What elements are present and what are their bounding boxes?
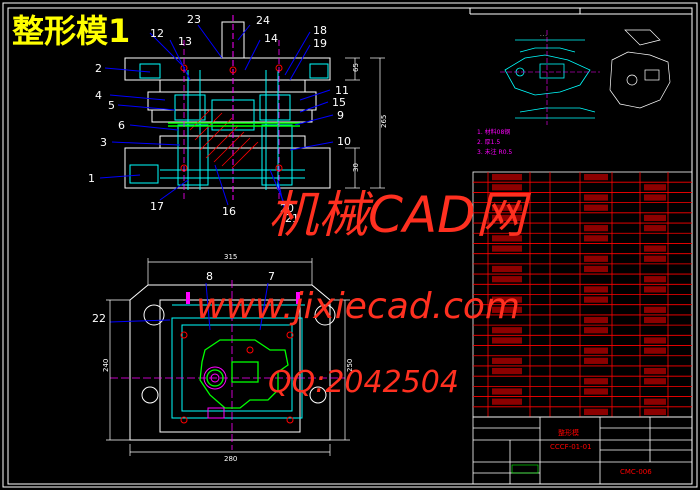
- watermarks: 机械CAD网 www.jixiecad.com QQ:2042504: [196, 186, 532, 400]
- table-cell-text: [644, 184, 666, 191]
- table-cell-text: [584, 316, 608, 324]
- table-cell-text: [492, 276, 522, 283]
- table-cell-text: [584, 378, 608, 385]
- table-cell-text: [584, 408, 608, 415]
- table-cell-text: [584, 296, 608, 303]
- tech-notes: 1. 材料08钢 2. 厚1.5 3. 未注 R0.5: [477, 128, 512, 156]
- title-block-drawing-no: CCCF-01-01: [550, 443, 592, 451]
- table-cell-text: [492, 204, 522, 211]
- small-dim: - - -: [540, 33, 547, 38]
- table-cell-text: [492, 398, 522, 405]
- table-cell-text: [584, 225, 608, 232]
- table-cell-text: [492, 337, 522, 344]
- part-no: 15: [332, 96, 346, 109]
- part-no: 14: [264, 32, 278, 45]
- table-cell-text: [492, 214, 522, 222]
- plan-view: 315: [92, 253, 354, 463]
- part-no: 16: [222, 205, 236, 218]
- table-cell-text: [492, 388, 522, 395]
- title-block-name: 整形模: [558, 428, 579, 437]
- table-cell-text: [644, 214, 666, 222]
- part-no: 1: [88, 172, 95, 185]
- part-no: 22: [92, 312, 106, 325]
- part-no: 18: [313, 24, 327, 37]
- table-cell-text: [644, 194, 666, 201]
- part-no: 11: [335, 84, 349, 97]
- table-cell-text: [492, 296, 522, 303]
- table-cell-text: [644, 255, 666, 262]
- table-cell-text: [492, 235, 522, 242]
- table-cell-text: [584, 194, 608, 201]
- dim-plan-right: 250: [346, 359, 354, 372]
- note-1: 1. 材料08钢: [477, 128, 510, 136]
- table-cell-text: [644, 337, 666, 344]
- drawing-title: 整形模1: [12, 12, 130, 50]
- part-no: 12: [150, 27, 164, 40]
- part-no: 24: [256, 14, 270, 27]
- part-no: 20: [280, 202, 294, 215]
- table-cell-text: [644, 398, 666, 405]
- watermark-site: 机械CAD网: [268, 186, 532, 244]
- table-cell-text: [644, 276, 666, 283]
- title-block: 整形模 CCCF-01-01 CMC-006: [472, 416, 693, 485]
- part-no: 7: [268, 270, 275, 283]
- part-no: 8: [206, 270, 213, 283]
- watermark-url: www.jixiecad.com: [196, 286, 520, 327]
- table-cell-text: [584, 235, 608, 242]
- table-cell-text: [644, 367, 666, 375]
- table-cell-text: [644, 378, 666, 385]
- part-no: 9: [337, 109, 344, 122]
- table-cell-text: [492, 184, 522, 191]
- part-no: 3: [100, 136, 107, 149]
- table-cell-text: [584, 265, 608, 273]
- table-cell-text: [492, 265, 522, 273]
- dim-elev-upper: 65: [352, 63, 360, 72]
- part-no: 21: [285, 212, 299, 225]
- title-block-company: CMC-006: [620, 468, 652, 476]
- part-no: 19: [313, 37, 327, 50]
- table-cell-text: [584, 388, 608, 395]
- part-no: 10: [337, 135, 351, 148]
- table-cell-text: [492, 245, 522, 252]
- part-no: 6: [118, 119, 125, 132]
- table-cell-text: [584, 327, 608, 334]
- table-cell-text: [644, 347, 666, 354]
- table-cell-text: [584, 255, 608, 262]
- note-3: 3. 未注 R0.5: [477, 148, 512, 156]
- table-cell-text: [644, 286, 666, 293]
- table-cell-text: [644, 316, 666, 324]
- part-no: 2: [95, 62, 102, 75]
- part-no: 17: [150, 200, 164, 213]
- dim-plan-top: 315: [224, 253, 237, 261]
- dim-plan-bottom: 280: [224, 455, 237, 463]
- table-cell-text: [644, 306, 666, 313]
- table-cell-text: [644, 408, 666, 415]
- table-cell-text: [584, 347, 608, 354]
- part-no: 13: [178, 35, 192, 48]
- dim-plan-left: 240: [102, 359, 110, 372]
- part-no: 5: [108, 99, 115, 112]
- table-cell-text: [584, 204, 608, 211]
- table-cell-text: [492, 174, 522, 181]
- table-cell-text: [492, 327, 522, 334]
- parts-list-table: [472, 171, 693, 418]
- workpiece-views: - - -: [500, 29, 671, 125]
- table-cell-text: [492, 357, 522, 364]
- table-cell-text: [644, 245, 666, 252]
- table-cell-text: [584, 357, 608, 364]
- elevation-view: 65 30 265: [88, 13, 388, 225]
- note-2: 2. 厚1.5: [477, 139, 500, 146]
- table-cell-text: [644, 225, 666, 232]
- watermark-qq: QQ:2042504: [268, 365, 459, 400]
- dim-elev-height: 265: [380, 115, 388, 128]
- table-cell-text: [584, 174, 608, 181]
- part-no: 4: [95, 89, 102, 102]
- dim-elev-lower: 30: [352, 163, 360, 172]
- part-no: 23: [187, 13, 201, 26]
- table-cell-text: [584, 286, 608, 293]
- table-cell-text: [492, 367, 522, 375]
- table-cell-text: [492, 306, 522, 313]
